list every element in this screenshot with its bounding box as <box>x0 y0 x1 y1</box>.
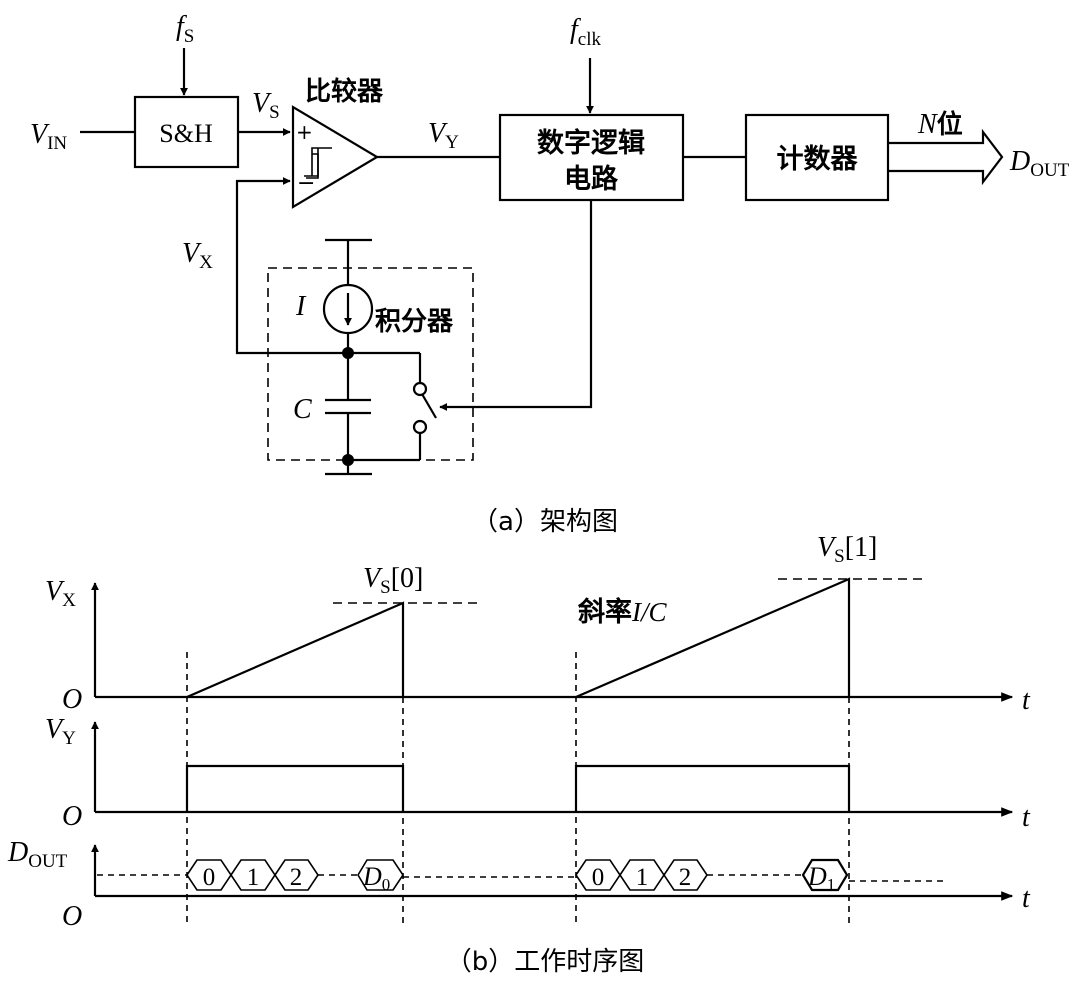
capacitor-label: C <box>293 394 312 425</box>
vx-feedback-wire <box>235 177 348 355</box>
time-label-3: t <box>1022 883 1031 914</box>
timing-diagram: VX O t VS[0] VS[1] 斜率I/C VY O t DOUT O t <box>7 532 1031 977</box>
dout-axis-label: DOUT <box>7 837 68 872</box>
fclk-label: fclk <box>570 14 601 50</box>
d0-label: D0 <box>362 862 390 894</box>
origin-2: O <box>62 801 82 832</box>
code-0-b: 0 <box>592 864 605 891</box>
counter-block <box>744 113 890 202</box>
integrator-label: 积分器 <box>375 307 454 337</box>
vs-label: VS <box>252 88 280 123</box>
slope-label: 斜率I/C <box>577 596 667 628</box>
counter-label: 计数器 <box>777 144 859 175</box>
sample-hold-label: S&H <box>159 119 213 148</box>
architecture-diagram: VIN fS S&H VS 比较器 + − VY fclk 数字逻辑 电路 计数… <box>30 11 1070 537</box>
time-label-1: t <box>1022 685 1031 716</box>
origin-1: O <box>62 684 82 715</box>
caption-a: （a）架构图 <box>472 507 618 537</box>
vs1-label: VS[1] <box>817 532 877 567</box>
time-label-2: t <box>1022 802 1031 833</box>
vy-pulse-2 <box>574 764 851 812</box>
switch-contact-bottom <box>412 419 428 435</box>
dout-label: DOUT <box>1009 146 1070 181</box>
caption-b: （b）工作时序图 <box>446 947 645 977</box>
nbits-label: N位 <box>917 109 963 140</box>
code-2-b: 2 <box>679 864 692 891</box>
ramp-2 <box>575 577 851 699</box>
d1-label: D1 <box>807 862 835 894</box>
switch-control-wire <box>439 200 593 411</box>
code-hex <box>663 859 708 891</box>
vin-label: VIN <box>30 119 67 154</box>
digital-logic-label-1: 数字逻辑 <box>537 127 645 159</box>
code-1-b: 1 <box>636 864 649 891</box>
comparator-label: 比较器 <box>305 76 384 107</box>
d1-hex <box>801 858 849 892</box>
vx-label: VX <box>182 238 213 273</box>
vy-label: VY <box>428 118 459 153</box>
hysteresis-icon-shape <box>304 147 332 177</box>
vx-axis-label: VX <box>45 576 76 611</box>
comparator-triangle <box>291 105 380 209</box>
vy-axis-label: VY <box>45 714 76 749</box>
vs0-label: VS[0] <box>363 563 423 598</box>
vy-pulse-1 <box>185 764 405 812</box>
code-hex <box>274 859 319 891</box>
code-0: 0 <box>203 864 216 891</box>
switch-blade <box>421 393 437 419</box>
switch-contact-top <box>412 381 428 397</box>
code-1: 1 <box>247 864 260 891</box>
current-source-label: I <box>295 291 307 322</box>
dout-bus-arrow <box>888 128 1004 186</box>
fs-label: fS <box>176 11 194 47</box>
origin-3: O <box>62 901 82 932</box>
digital-logic-label-2: 电路 <box>564 163 619 195</box>
comparator-plus: + <box>296 120 313 144</box>
ramp-1 <box>186 601 405 699</box>
code-2: 2 <box>290 864 303 891</box>
